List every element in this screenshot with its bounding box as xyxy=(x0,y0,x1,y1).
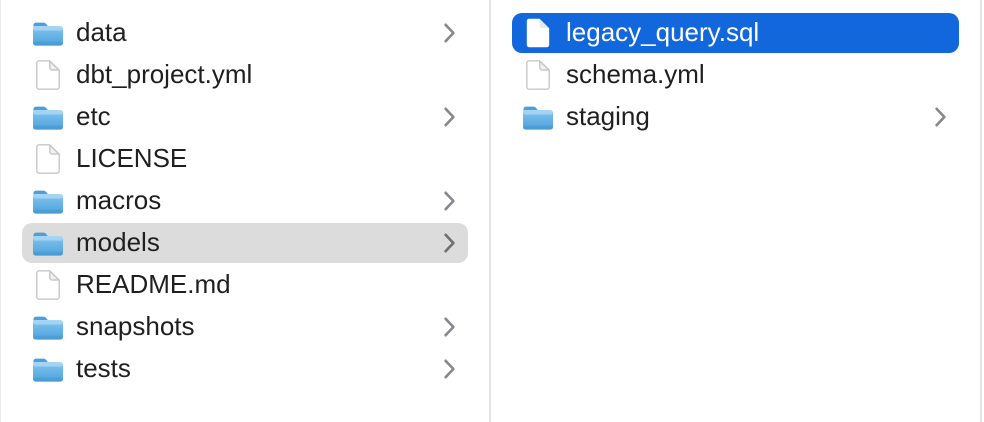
column-child: legacy_query.sql xyxy=(491,0,982,422)
list-item-snapshots[interactable]: snapshots xyxy=(22,307,468,347)
file-icon xyxy=(522,17,554,49)
list-item-license[interactable]: LICENSE xyxy=(22,139,468,179)
chevron-right-icon xyxy=(443,22,456,44)
item-label: data xyxy=(76,16,127,47)
item-label: etc xyxy=(76,100,111,131)
folder-icon xyxy=(32,185,64,217)
list-item-tests[interactable]: tests xyxy=(22,349,468,389)
folder-icon xyxy=(32,227,64,259)
item-label: tests xyxy=(76,352,131,383)
folder-icon xyxy=(522,101,554,133)
item-label: README.md xyxy=(76,268,231,299)
list-item-models[interactable]: models xyxy=(22,223,468,263)
list-item-data[interactable]: data xyxy=(22,13,468,53)
item-label: snapshots xyxy=(76,310,195,341)
chevron-right-icon xyxy=(443,232,456,254)
item-label: macros xyxy=(76,184,162,215)
item-label: staging xyxy=(566,100,650,131)
folder-icon xyxy=(32,311,64,343)
column-parent: data xyxy=(1,0,491,422)
item-label: legacy_query.sql xyxy=(566,16,760,47)
list-item-macros[interactable]: macros xyxy=(22,181,468,221)
item-label: schema.yml xyxy=(566,58,705,89)
list-item-staging[interactable]: staging xyxy=(512,97,959,137)
list-item-schema-yml[interactable]: schema.yml xyxy=(512,55,959,95)
list-item-etc[interactable]: etc xyxy=(22,97,468,137)
list-item-readme-md[interactable]: README.md xyxy=(22,265,468,305)
list-item-dbt-project-yml[interactable]: dbt_project.yml xyxy=(22,55,468,95)
folder-icon xyxy=(32,101,64,133)
file-icon xyxy=(32,269,64,301)
item-label: models xyxy=(76,226,160,257)
item-label: LICENSE xyxy=(76,142,188,173)
chevron-right-icon xyxy=(443,106,456,128)
list-item-legacy-query-sql[interactable]: legacy_query.sql xyxy=(512,13,959,53)
chevron-right-icon xyxy=(443,358,456,380)
chevron-right-icon xyxy=(443,190,456,212)
folder-icon xyxy=(32,353,64,385)
folder-icon xyxy=(32,17,64,49)
file-icon xyxy=(32,143,64,175)
file-icon xyxy=(522,59,554,91)
chevron-right-icon xyxy=(443,316,456,338)
file-icon xyxy=(32,59,64,91)
chevron-right-icon xyxy=(934,106,947,128)
item-label: dbt_project.yml xyxy=(76,58,253,89)
